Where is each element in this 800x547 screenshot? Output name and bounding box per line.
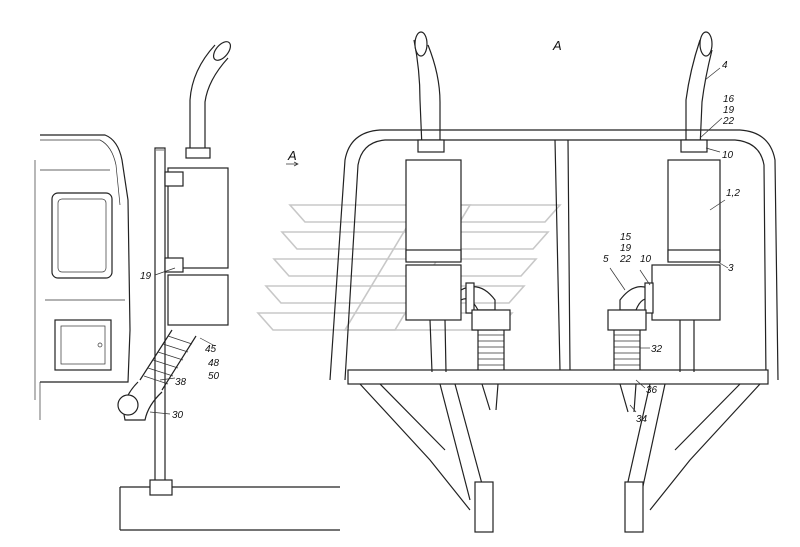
callout-19-mid: 19 (620, 243, 632, 254)
callout-45: 45 (205, 344, 217, 355)
callout-10-top: 10 (722, 150, 734, 161)
view-label-left: А (287, 148, 297, 163)
callout-19-right: 19 (723, 105, 735, 116)
callout-5: 5 (603, 254, 609, 265)
callout-3: 3 (728, 263, 734, 274)
callout-1-2: 1,2 (726, 188, 740, 199)
callout-50: 50 (208, 371, 220, 382)
callout-15: 15 (620, 232, 632, 243)
callout-19: 19 (140, 271, 152, 282)
callout-32: 32 (651, 344, 663, 355)
callout-10-mid: 10 (640, 254, 652, 265)
callout-22-mid: 22 (619, 254, 632, 265)
callout-48: 48 (208, 358, 220, 369)
left-side-view (34, 41, 340, 531)
view-arrow (286, 161, 299, 167)
view-label-top: А (552, 38, 562, 53)
rear-view-a (329, 31, 779, 533)
callout-36: 36 (646, 385, 658, 396)
callout-38: 38 (175, 377, 187, 388)
callout-22: 22 (722, 116, 735, 127)
callout-4: 4 (722, 60, 728, 71)
callout-30: 30 (172, 410, 184, 421)
callout-16: 16 (723, 94, 735, 105)
callout-34: 34 (636, 414, 648, 425)
